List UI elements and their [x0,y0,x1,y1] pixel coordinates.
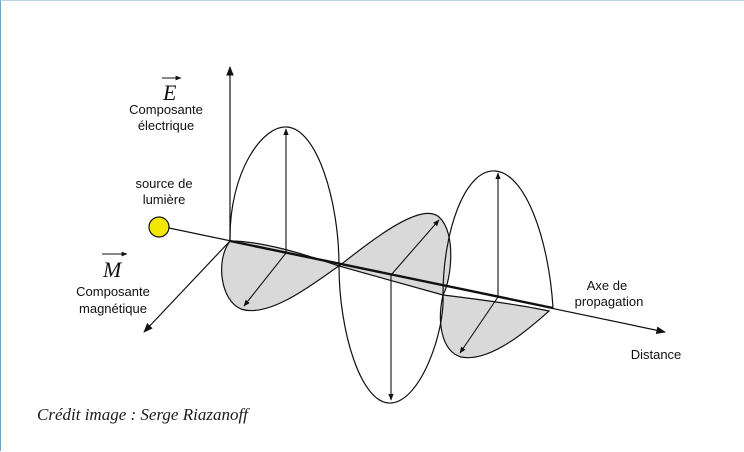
light-source-icon [148,216,170,238]
magnetic-vector-1 [243,252,287,307]
magnetic-vector-2 [390,219,440,276]
axis-label-line1: Axe de [587,278,627,293]
electric-lobe-3 [442,170,554,309]
electric-lobe-2 [338,265,444,404]
e-label-line2: électrique [138,118,194,133]
e-label-line1: Composante [129,102,203,117]
e-symbol: E [162,80,177,105]
magnetic-axis [143,240,231,333]
m-label-line2: magnétique [79,301,147,316]
distance-label: Distance [631,347,682,362]
image-credit: Crédit image : Serge Riazanoff [37,405,248,424]
m-symbol: M [102,257,123,282]
magnetic-vector-3 [459,296,499,354]
magnetic-lobe-2 [337,212,452,296]
m-label-line1: Composante [76,284,150,299]
electric-lobe-1 [229,126,340,267]
source-label-line1: source de [135,176,192,191]
source-label-line2: lumière [143,192,186,207]
axis-label-line2: propagation [575,294,644,309]
